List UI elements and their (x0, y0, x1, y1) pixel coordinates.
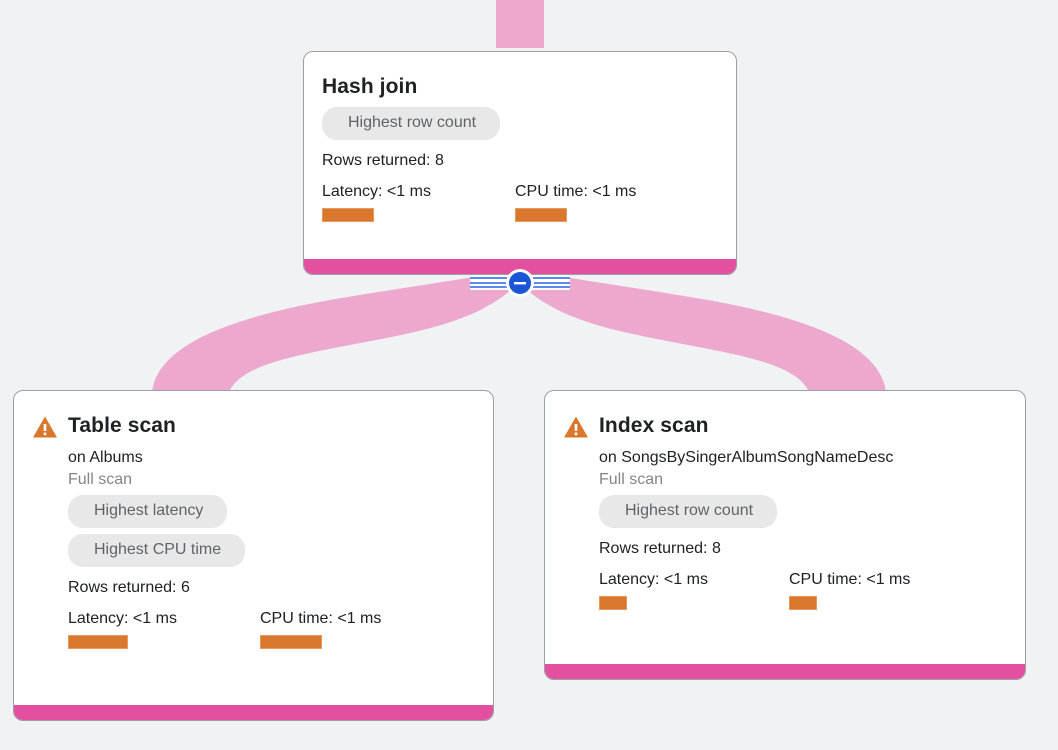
metric-cpu-time-bar (789, 596, 817, 610)
metric-cpu-time: CPU time: <1 ms (515, 182, 636, 222)
metric-cpu-time-bar (515, 208, 567, 222)
metric-latency-label: Latency: <1 ms (68, 610, 177, 627)
metric-latency-label: Latency: <1 ms (322, 183, 431, 200)
plan-node-index-scan[interactable]: Index scan on SongsBySingerAlbumSongName… (544, 390, 1026, 680)
metric-latency-label: Latency: <1 ms (599, 571, 708, 588)
badge-highest-latency: Highest latency (68, 495, 228, 528)
metric-latency-bar (68, 635, 128, 649)
node-header: Index scan (563, 413, 1007, 439)
edge-hashjoin-to-indexscan (519, 268, 886, 392)
metric-cpu-time-label: CPU time: <1 ms (260, 610, 382, 627)
node-content: Highest row count Rows returned: 8 Laten… (322, 107, 718, 222)
node-badges: Highest latency Highest CPU time (68, 495, 475, 573)
rows-returned: Rows returned: 6 (68, 579, 190, 596)
metric-latency-bar (599, 596, 627, 610)
node-title: Table scan (68, 414, 176, 437)
node-metrics: Latency: <1 ms CPU time: <1 ms (68, 609, 475, 649)
warning-triangle-icon (32, 415, 58, 439)
node-header: Table scan (32, 413, 475, 439)
node-badges: Highest row count (599, 495, 1007, 534)
node-scan-type: Full scan (599, 471, 664, 488)
metric-latency: Latency: <1 ms (322, 182, 515, 222)
node-content: on SongsBySingerAlbumSongNameDesc Full s… (599, 447, 1007, 610)
metric-cpu-time: CPU time: <1 ms (789, 570, 910, 610)
badge-highest-row-count: Highest row count (322, 107, 501, 140)
node-metrics: Latency: <1 ms CPU time: <1 ms (322, 182, 718, 222)
minus-icon (514, 282, 526, 285)
collapse-children-toggle[interactable] (470, 268, 570, 298)
node-subject: on SongsBySingerAlbumSongNameDesc (599, 449, 894, 466)
node-body: Table scan on Albums Full scan Highest l… (14, 391, 493, 661)
metric-cpu-time-label: CPU time: <1 ms (789, 571, 911, 588)
node-body: Index scan on SongsBySingerAlbumSongName… (545, 391, 1025, 622)
metric-latency-bar (322, 208, 374, 222)
plan-node-hash-join[interactable]: Hash join Highest row count Rows returne… (303, 51, 737, 275)
node-accent-bar (304, 259, 736, 274)
metric-cpu-time-label: CPU time: <1 ms (515, 183, 637, 200)
node-accent-bar (14, 705, 493, 720)
edge-hashjoin-to-tablescan (152, 268, 519, 392)
node-content: on Albums Full scan Highest latency High… (68, 447, 475, 649)
edge-parent-stub (496, 0, 544, 48)
badge-highest-row-count: Highest row count (599, 495, 778, 528)
rows-returned: Rows returned: 8 (599, 540, 721, 557)
warning-triangle-icon (563, 415, 589, 439)
node-header: Hash join (322, 74, 718, 99)
node-scan-type: Full scan (68, 471, 133, 488)
metric-cpu-time-bar (260, 635, 322, 649)
metric-cpu-time: CPU time: <1 ms (260, 609, 381, 649)
node-title: Index scan (599, 414, 709, 437)
node-accent-bar (545, 664, 1025, 679)
node-subject: on Albums (68, 449, 143, 466)
metric-latency: Latency: <1 ms (68, 609, 260, 649)
node-metrics: Latency: <1 ms CPU time: <1 ms (599, 570, 1007, 610)
node-badges: Highest row count (322, 107, 718, 146)
badge-highest-cpu-time: Highest CPU time (68, 534, 246, 567)
rows-returned: Rows returned: 8 (322, 152, 444, 169)
node-body: Hash join Highest row count Rows returne… (304, 52, 736, 234)
node-title: Hash join (322, 75, 418, 98)
metric-latency: Latency: <1 ms (599, 570, 789, 610)
plan-node-table-scan[interactable]: Table scan on Albums Full scan Highest l… (13, 390, 494, 721)
